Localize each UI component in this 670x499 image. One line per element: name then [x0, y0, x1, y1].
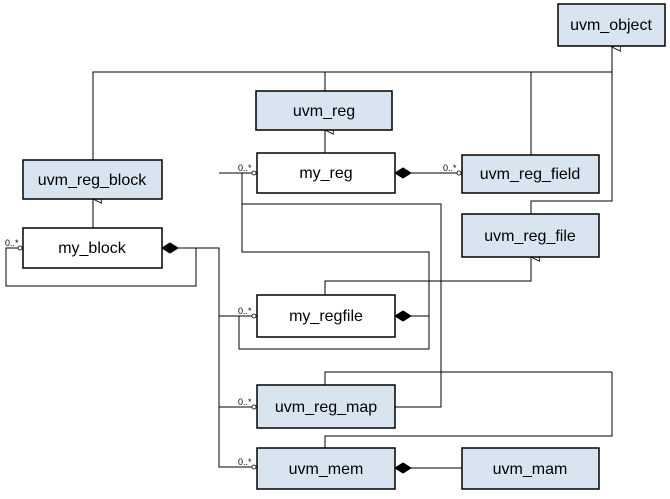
class-uvm-reg-block-label: uvm_reg_block: [38, 172, 148, 189]
mult-my-reg: 0..*: [238, 163, 252, 173]
composition-diamonds: [161, 167, 412, 474]
class-uvm-reg-file-label: uvm_reg_file: [484, 228, 576, 245]
mult-uvm-reg-field: 0..*: [443, 163, 457, 173]
class-uvm-reg-file[interactable]: uvm_reg_file: [461, 213, 600, 258]
end-my-reg: [251, 170, 257, 176]
class-uvm-reg-field-label: uvm_reg_field: [480, 166, 581, 183]
compose-my-block-self: [5, 247, 197, 287]
end-uvm-reg-map: [251, 404, 257, 410]
diamond-my-block: [161, 242, 179, 254]
class-uvm-reg-block[interactable]: uvm_reg_block: [22, 159, 163, 200]
class-uvm-mam-label: uvm_mam: [493, 461, 568, 478]
class-uvm-reg-map-label: uvm_reg_map: [275, 399, 377, 416]
end-my-block: [17, 245, 23, 251]
inherit-line-uvm-reg-file: [530, 72, 613, 214]
mult-my-regfile: 0..*: [238, 306, 252, 316]
mult-my-block: 0..*: [5, 238, 19, 248]
end-uvm-reg-field: [456, 170, 462, 176]
class-my-block-label: my_block: [58, 240, 127, 257]
inherit-line-uvm-reg-block: [92, 71, 612, 160]
compose-my-reg-to-map: [241, 173, 442, 408]
class-uvm-mem[interactable]: uvm_mem: [256, 447, 396, 490]
class-uvm-reg-label: uvm_reg: [293, 103, 355, 120]
end-uvm-mem: [251, 464, 257, 470]
class-uvm-reg-field[interactable]: uvm_reg_field: [461, 154, 600, 194]
mult-uvm-mem: 0..*: [238, 457, 252, 467]
class-uvm-reg[interactable]: uvm_reg: [255, 90, 393, 131]
class-my-reg[interactable]: my_reg: [256, 152, 396, 194]
compose-my-block-bus: [178, 247, 257, 468]
inherit-line-uvm-reg-map: [324, 371, 612, 385]
class-uvm-mam[interactable]: uvm_mam: [461, 447, 600, 490]
class-my-regfile-label: my_regfile: [289, 308, 363, 325]
class-uvm-object[interactable]: uvm_object: [557, 3, 666, 47]
class-my-reg-label: my_reg: [299, 165, 352, 182]
connector-lines: [5, 47, 613, 469]
class-my-regfile[interactable]: my_regfile: [256, 294, 396, 338]
inherit-my-regfile: [324, 257, 531, 295]
diamond-my-reg: [394, 167, 412, 179]
class-uvm-reg-map[interactable]: uvm_reg_map: [256, 384, 396, 429]
association-ends: [17, 170, 462, 470]
class-uvm-mem-label: uvm_mem: [289, 461, 364, 478]
diamond-uvm-mem: [394, 462, 412, 474]
multiplicity-labels: 0..* 0..* 0..* 0..* 0..* 0..*: [5, 163, 457, 467]
diamond-my-regfile: [394, 310, 412, 322]
mult-uvm-reg-map: 0..*: [238, 397, 252, 407]
compose-my-reg-to-regfile: [238, 204, 430, 350]
class-my-block[interactable]: my_block: [22, 227, 163, 269]
inherit-line-uvm-mem: [324, 372, 613, 448]
end-my-regfile: [251, 313, 257, 319]
class-uvm-object-label: uvm_object: [570, 17, 652, 34]
